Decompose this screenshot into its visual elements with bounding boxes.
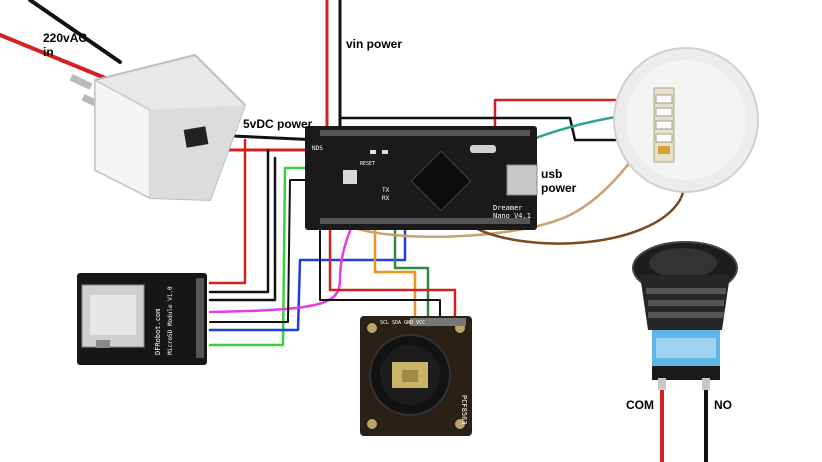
rtc-chip-text: PCF8563 xyxy=(460,395,468,425)
sd-blue xyxy=(208,218,407,332)
rtc-red xyxy=(328,210,457,320)
usb-power-label-line2: power xyxy=(541,181,577,195)
rtc-module: SCL SDA GND VCC PCF8563 xyxy=(360,316,472,436)
wires xyxy=(0,0,708,462)
nano-chip-text: NDS xyxy=(312,145,323,152)
ac-wire-black xyxy=(28,0,122,64)
led-ring-icon xyxy=(613,47,759,193)
nano-tx-text: TX xyxy=(382,187,390,194)
nano-model-text: Nano V4.1 xyxy=(493,212,531,220)
five-v-power-label: 5vDC power xyxy=(243,117,313,131)
led-black-top xyxy=(338,116,657,142)
rtc-green xyxy=(393,218,430,320)
com-label: COM xyxy=(626,398,654,412)
nano-rx-text: RX xyxy=(382,195,390,202)
usb-wall-adapter-icon xyxy=(69,53,247,202)
coin-cell-holder-icon xyxy=(369,334,451,416)
nano-reset-button xyxy=(343,170,357,184)
ac-wire-red xyxy=(0,33,112,82)
nano-board: Dreamer Nano V4.1 NDS RX TX RESET xyxy=(305,126,538,230)
usb-power-label-line1: usb xyxy=(541,167,562,181)
microsd-module: DFRobot.com MicroSD Module V1.0 xyxy=(77,273,207,365)
sd-brand-text: DFRobot.com xyxy=(154,309,162,355)
sd-magenta xyxy=(208,218,357,314)
vin-power-label: vin power xyxy=(346,37,402,51)
nano-bottom-pins xyxy=(320,218,530,224)
no-label: NO xyxy=(714,398,732,412)
nano-reset-text: RESET xyxy=(360,161,375,167)
nano-usb-port xyxy=(506,164,538,196)
rtc-orange xyxy=(373,218,417,320)
microsd-slot-icon xyxy=(81,284,145,348)
sd-vcc-red xyxy=(208,138,247,285)
nano-mcu-chip xyxy=(410,150,472,212)
nano-top-pins xyxy=(320,130,530,136)
rtc-black xyxy=(319,209,441,319)
sd-green xyxy=(208,166,312,347)
ac-input-label-line1: 220vAC xyxy=(43,31,87,45)
rtc-pins-text: SCL SDA GND VCC xyxy=(380,320,425,326)
ac-input-label-line2: in xyxy=(43,45,54,59)
sd-name-text: MicroSD Module V1.0 xyxy=(167,286,174,355)
sd-gnd-black xyxy=(208,148,270,294)
sd-black-3 xyxy=(209,179,311,323)
nano-brand-text: Dreamer xyxy=(493,204,523,212)
sd-gnd-black-2 xyxy=(208,156,277,302)
pushbutton-switch-icon xyxy=(632,241,738,390)
